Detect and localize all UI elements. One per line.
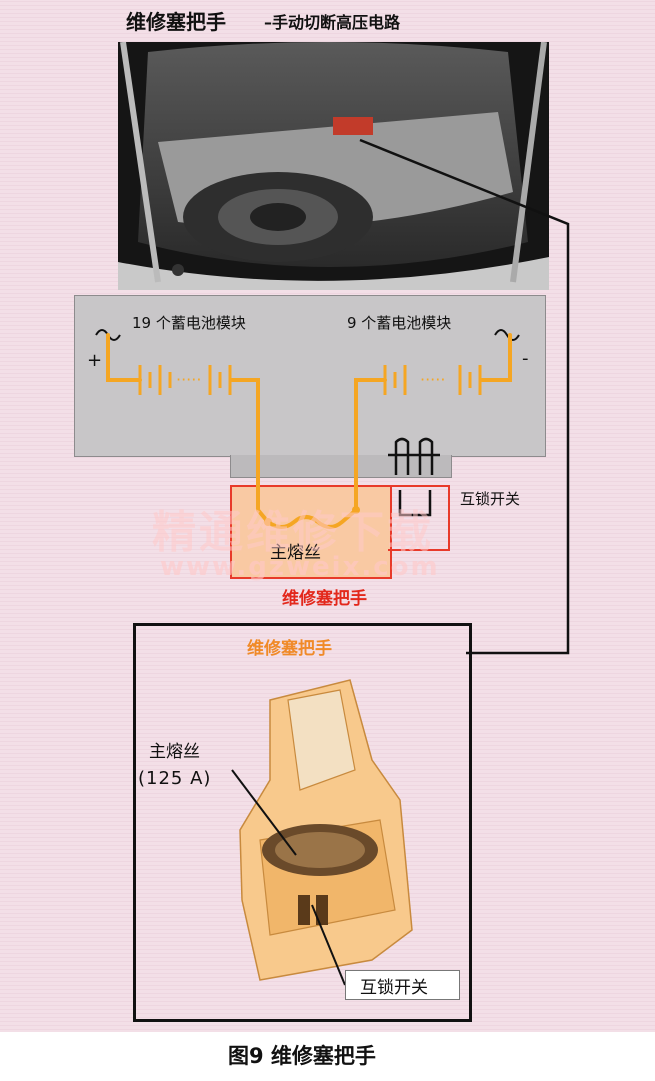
service-plug-label: 维修塞把手 — [282, 589, 367, 609]
fuse-terminal-left — [264, 518, 272, 526]
left-ellipsis: ····· — [176, 370, 201, 389]
interlock-circuit-box — [388, 485, 450, 551]
interlock-switch-label: 互锁开关 — [460, 490, 521, 508]
detail-fuse-rating: (125 A) — [138, 768, 212, 789]
watermark-text: 精通维修下载 — [152, 507, 434, 558]
negative-connector-icon — [494, 329, 520, 341]
page-title: 维修塞把手 — [126, 10, 226, 34]
main-fuse-label: 主熔丝 — [270, 543, 321, 563]
left-battery-cells — [138, 365, 232, 395]
service-plug-handle-illustration — [231, 679, 413, 986]
positive-terminal-symbol: + — [87, 350, 103, 371]
leader-line — [359, 138, 570, 655]
caption-band — [0, 1032, 655, 1081]
trunk-photo — [118, 42, 549, 290]
negative-terminal-symbol: - — [522, 348, 529, 369]
right-ellipsis: ····· — [420, 370, 445, 389]
page-subtitle: –手动切断高压电路 — [264, 13, 401, 32]
right-battery-cells — [383, 365, 482, 395]
detail-interlock-label: 互锁开关 — [360, 978, 428, 998]
hv-wiring — [106, 333, 512, 529]
fuse-terminal-right — [352, 506, 360, 514]
interlock-switch-icon — [388, 437, 440, 517]
watermark-url: www.gzweix.com — [160, 552, 440, 582]
left-module-group-label: 19 个蓄电池模块 — [132, 314, 246, 332]
detail-frame — [133, 623, 472, 1022]
detail-interlock-label-box — [345, 970, 460, 1000]
detail-title: 维修塞把手 — [247, 639, 332, 659]
right-module-group-label: 9 个蓄电池模块 — [347, 314, 452, 332]
detail-fuse-label: 主熔丝 — [149, 742, 200, 762]
battery-pack-panel — [74, 295, 546, 457]
figure-caption: 图9 维修塞把手 — [228, 1044, 376, 1068]
